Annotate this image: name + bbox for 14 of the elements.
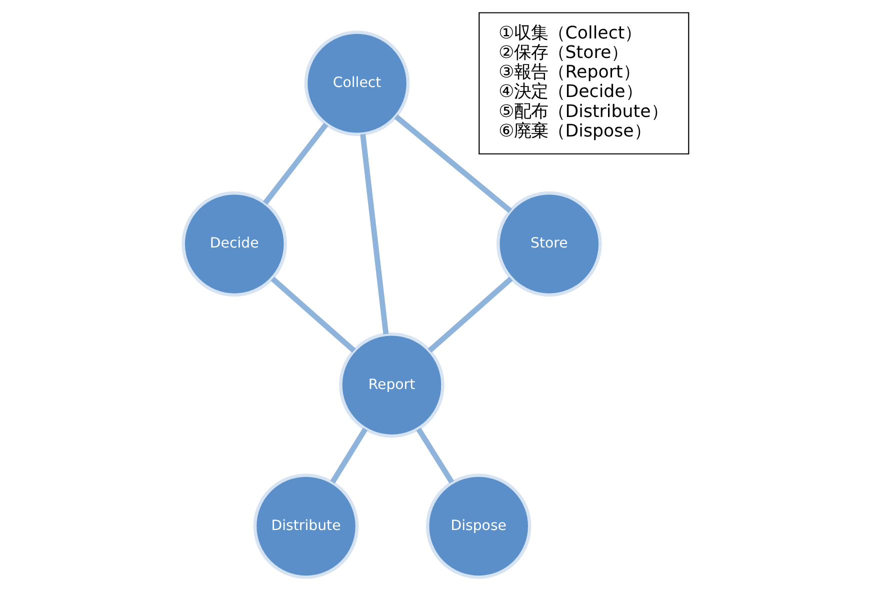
connector bbox=[428, 276, 513, 353]
connector bbox=[330, 428, 368, 484]
node-circle: Decide bbox=[182, 191, 287, 297]
connector bbox=[416, 428, 454, 484]
node-circle: Distribute bbox=[253, 474, 359, 579]
node-circle: Collect bbox=[304, 30, 410, 136]
connector bbox=[270, 276, 356, 353]
connector bbox=[360, 134, 389, 334]
node-circle: Report bbox=[339, 332, 444, 438]
node-circle: Store bbox=[496, 191, 602, 297]
node-box: ①収集（Collect） ②保存（Store） ③報告（Report） ④決定（Decide） ⑤配布（Distribute） ⑥廃棄（Dispose） bbox=[478, 12, 690, 154]
connector bbox=[394, 114, 512, 213]
node-circle: Dispose bbox=[426, 474, 532, 579]
connector bbox=[262, 122, 328, 205]
